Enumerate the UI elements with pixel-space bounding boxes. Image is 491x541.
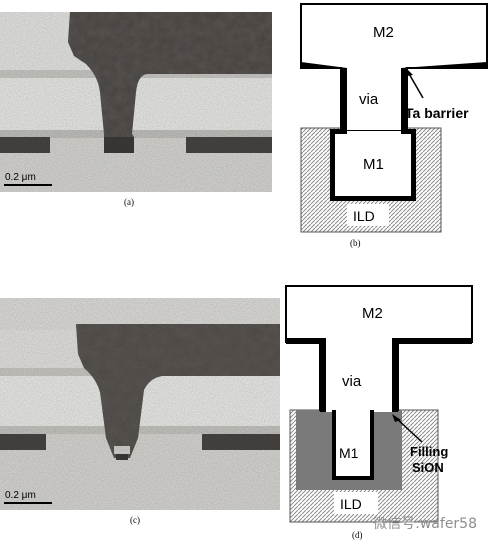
m2-label-b: M2 (373, 24, 394, 41)
ild-label-box-d (334, 492, 378, 514)
watermark: 微信号:wafer58 (373, 516, 477, 532)
caption-c: (c) (130, 515, 140, 525)
filling-arrow-d (392, 414, 423, 443)
filling-label-d: Filling (410, 444, 448, 459)
sion-label-d: SiON (412, 460, 444, 475)
micrograph-c: 0.2 μm (0, 298, 280, 510)
m2-label-d: M2 (362, 305, 383, 322)
schematic-d: M2 via M1 ILD Filling SiON (282, 282, 491, 538)
svg-text:0.2 μm: 0.2 μm (5, 490, 36, 501)
ild-label-b: ILD (353, 208, 375, 224)
caption-a: (a) (124, 197, 134, 207)
ild-label-d: ILD (340, 496, 362, 512)
m1-label-d: M1 (339, 445, 359, 461)
m1-label-b: M1 (363, 156, 384, 173)
caption-d: (d) (352, 530, 363, 540)
m1-barrier-d (332, 410, 374, 480)
micrograph-a: 0.2 μm (0, 12, 272, 192)
ild-label-box-b (347, 204, 389, 226)
schematic-b: M2 via M1 ILD Ta barrier (295, 0, 491, 246)
barrier-label-b: Ta barrier (405, 105, 469, 121)
scale-bar-a: 0.2 μm (4, 172, 52, 186)
via-label-d: via (342, 373, 362, 390)
via-label-b: via (359, 91, 379, 108)
scale-bar-c: 0.2 μm (4, 490, 52, 504)
caption-b: (b) (350, 238, 361, 248)
svg-text:0.2 μm: 0.2 μm (5, 172, 36, 183)
barrier-arrow-b (405, 67, 424, 99)
